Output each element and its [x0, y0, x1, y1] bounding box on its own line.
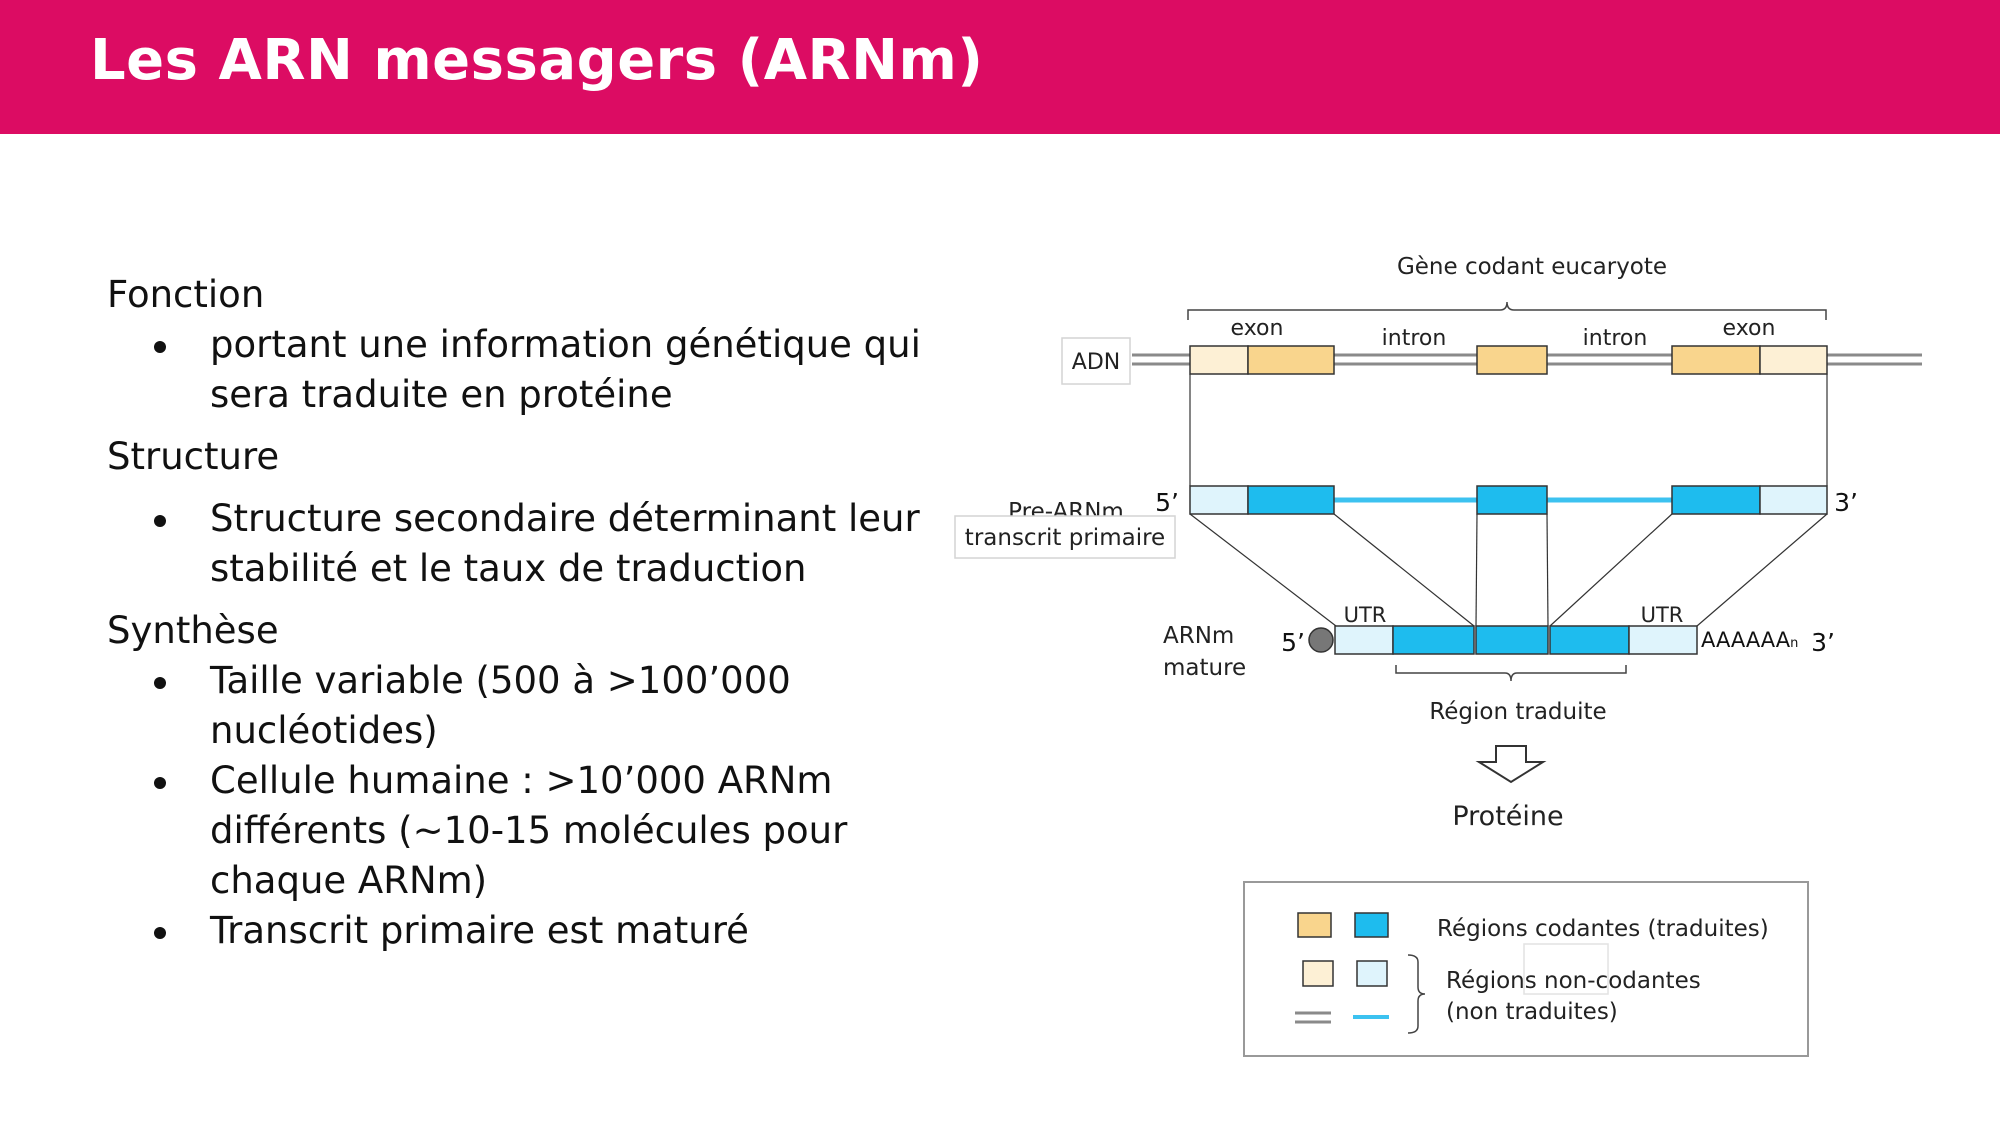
gene-label: Gène codant eucaryote	[1397, 254, 1667, 280]
splice-line	[1546, 513, 1549, 627]
exon-label-left: exon	[1231, 316, 1284, 341]
pre-mrna-5prime: 5’	[1155, 488, 1179, 517]
list-item: Taille variable (500 à >100’000 nucléoti…	[107, 656, 927, 756]
page-title: Les ARN messagers (ARNm)	[90, 28, 984, 93]
pre-mrna-3utr	[1759, 485, 1828, 515]
list-item: Structure secondaire déterminant leur st…	[107, 494, 927, 594]
pre-mrna-5utr	[1189, 485, 1249, 515]
mature-5utr	[1334, 625, 1394, 655]
mature-3prime: 3’	[1811, 628, 1835, 657]
polya-tail: AAAAAAn	[1701, 628, 1798, 652]
mature-label-line1: ARNm	[1163, 623, 1234, 649]
section-title-fonction: Fonction	[107, 273, 265, 316]
primary-transcript-box	[954, 515, 1176, 559]
splice-line	[1696, 513, 1828, 627]
title-bar: Les ARN messagers (ARNm)	[0, 0, 2000, 134]
synthese-list: Taille variable (500 à >100’000 nucléoti…	[107, 656, 927, 956]
pre-mrna-exon1	[1247, 485, 1335, 515]
translated-region-label: Région traduite	[1429, 699, 1606, 725]
list-item: Cellule humaine : >10’000 ARNm différent…	[107, 756, 927, 906]
legend-brace	[1407, 954, 1426, 1034]
dna-label-box	[1061, 337, 1131, 385]
splice-line	[1549, 513, 1673, 627]
fonction-list: portant une information génétique qui se…	[107, 320, 927, 420]
legend-swatch-rna-coding	[1354, 912, 1389, 938]
structure-list: Structure secondaire déterminant leur st…	[107, 494, 927, 594]
pre-mrna-exon2	[1476, 485, 1548, 515]
section-title-synthese: Synthèse	[107, 609, 279, 652]
legend-noncoding-line2: (non traduites)	[1446, 999, 1618, 1025]
list-item: Transcrit primaire est maturé	[107, 906, 927, 956]
exon-label-right: exon	[1723, 316, 1776, 341]
protein-label: Protéine	[1452, 801, 1563, 832]
cap-icon	[1308, 627, 1334, 653]
mature-label-line2: mature	[1163, 655, 1246, 681]
pre-mrna-exon3	[1671, 485, 1761, 515]
mature-exon2	[1475, 625, 1549, 655]
legend-swatch-rna-noncoding	[1356, 960, 1388, 987]
mature-5prime: 5’	[1281, 628, 1305, 657]
dna-exon3-utr	[1759, 345, 1828, 375]
legend-noncoding-line1: Régions non-codantes	[1446, 968, 1701, 994]
splice-line	[1475, 513, 1478, 627]
mature-3utr	[1628, 625, 1698, 655]
legend-swatch-exon-noncoding	[1302, 960, 1334, 987]
legend-coding-label: Régions codantes (traduites)	[1437, 916, 1769, 942]
gene-bracket	[1187, 301, 1827, 320]
dna-label: ADN	[1072, 350, 1120, 375]
section-title-structure: Structure	[107, 435, 280, 478]
dna-exon1-coding	[1247, 345, 1335, 375]
mature-exon3	[1549, 625, 1630, 655]
legend-swatch-exon-coding	[1297, 912, 1332, 938]
splice-line	[1333, 513, 1475, 627]
utr-label-right: UTR	[1641, 603, 1684, 627]
mature-exon1	[1392, 625, 1475, 655]
intron-label-left: intron	[1382, 326, 1447, 351]
utr-label-left: UTR	[1344, 603, 1387, 627]
text-content: Fonction portant une information génétiq…	[107, 270, 927, 956]
pre-mrna-3prime: 3’	[1834, 488, 1858, 517]
translated-region-bracket	[1395, 665, 1627, 682]
down-arrow-icon	[1475, 745, 1547, 784]
intron-label-right: intron	[1583, 326, 1648, 351]
legend-decorative-box	[1523, 943, 1609, 995]
splice-line	[1189, 513, 1337, 627]
dna-exon3-coding	[1671, 345, 1761, 375]
dna-exon2-coding	[1476, 345, 1548, 375]
list-item: portant une information génétique qui se…	[107, 320, 927, 420]
dna-exon1-utr	[1189, 345, 1249, 375]
primary-transcript-label: transcrit primaire	[965, 525, 1165, 551]
legend-box	[1243, 881, 1809, 1057]
polya-subscript: n	[1790, 636, 1798, 651]
polya-label: AAAAAA	[1701, 628, 1791, 652]
